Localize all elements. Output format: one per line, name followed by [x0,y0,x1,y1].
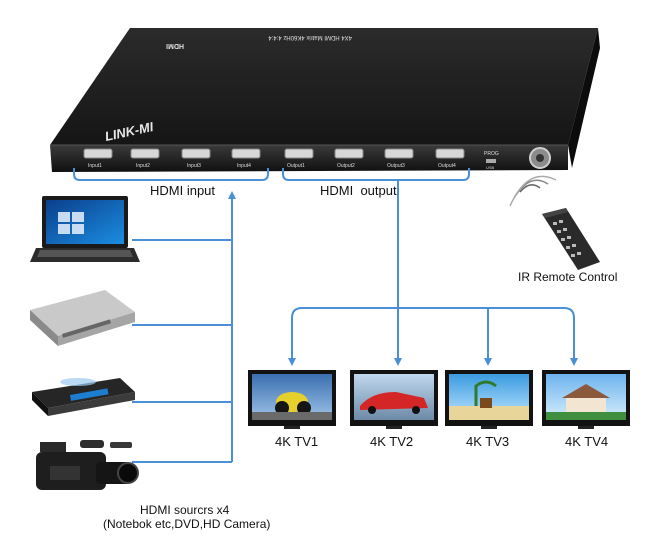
dvd-player-image [32,378,135,416]
tv-2 [350,370,438,429]
tv-3 [445,370,533,429]
device-hdmi-logo: HDMI [166,42,184,49]
power-connector-pin [536,154,544,162]
input-ports [83,148,261,159]
tv1-label: 4K TV1 [275,434,319,449]
input-port [231,148,261,159]
distribution-line [291,307,578,366]
laptop-image [30,196,140,262]
tv3-label: 4K TV3 [466,434,510,449]
usb-port [486,159,496,163]
input-port [83,148,113,159]
port-label-input4: Input4 [237,163,251,169]
tv-4 [542,370,630,429]
port-label-output3: Output3 [387,163,405,169]
port-label-input2: Input2 [136,163,150,169]
server-image [30,290,135,346]
sources-label-line1: HDMI sourcrs x4 [140,503,230,517]
tv-1 [248,370,336,429]
input-port [130,148,160,159]
output-port [334,148,364,159]
hdmi-output-label: HDMI output [320,183,397,198]
port-label-output4: Output4 [438,163,456,169]
port-label-input1: Input1 [88,163,102,169]
prog-label: PROG [484,151,499,157]
output-bracket [282,168,470,181]
hdmi-input-label: HDMI input [150,183,216,198]
ir-remote-label: IR Remote Control [518,270,618,284]
tv4-label: 4K TV4 [565,434,609,449]
output-port [284,148,314,159]
input-port [181,148,211,159]
output-port [384,148,414,159]
device-top-label: 4X4 HDMI Matrix 4K60Hz 4:4:4 [268,34,352,40]
port-label-input3: Input3 [187,163,201,169]
ir-remote-image [509,175,600,270]
connection-lines [73,168,578,463]
usb-label: USB [486,165,495,170]
output-ports [284,148,465,159]
input-bracket [73,168,269,181]
port-label-output2: Output2 [337,163,355,169]
sources-label-line2: (Notebok etc,DVD,HD Camera) [103,517,271,531]
tv2-label: 4K TV2 [370,434,414,449]
output-port [435,148,465,159]
camera-image [36,440,139,490]
port-label-output1: Output1 [287,163,305,169]
